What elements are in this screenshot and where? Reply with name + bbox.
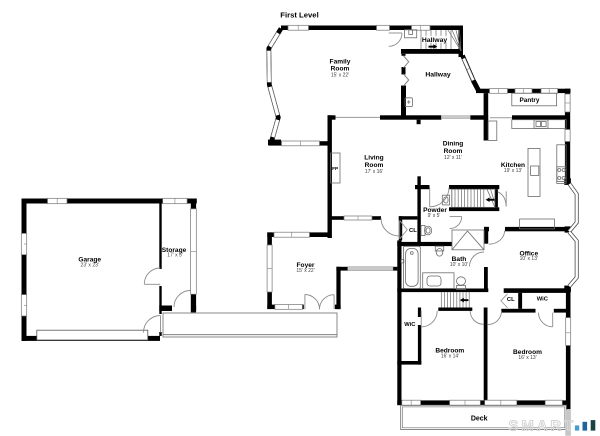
svg-text:Garage: Garage bbox=[78, 257, 101, 264]
svg-text:Deck: Deck bbox=[471, 416, 488, 423]
svg-text:17′ x 16′: 17′ x 16′ bbox=[365, 169, 383, 175]
svg-text:Bath: Bath bbox=[452, 256, 467, 263]
svg-text:SMART: SMART bbox=[509, 419, 577, 435]
svg-text:16′ x 13′: 16′ x 13′ bbox=[518, 355, 536, 361]
svg-text:19′ x 13′: 19′ x 13′ bbox=[504, 168, 522, 174]
svg-text:Powder: Powder bbox=[423, 207, 447, 214]
svg-text:Room: Room bbox=[331, 66, 350, 73]
svg-text:10′ x 13′: 10′ x 13′ bbox=[520, 256, 538, 262]
svg-text:Hallway: Hallway bbox=[425, 72, 451, 79]
svg-text:Bedroom: Bedroom bbox=[513, 349, 542, 356]
svg-text:15′ x 22′: 15′ x 22′ bbox=[331, 73, 349, 79]
svg-text:15′ x 22′: 15′ x 22′ bbox=[296, 268, 314, 274]
svg-text:Hallway: Hallway bbox=[422, 37, 448, 44]
svg-text:Room: Room bbox=[444, 148, 463, 155]
svg-text:Pantry: Pantry bbox=[520, 97, 540, 104]
svg-text:12′ x 11′: 12′ x 11′ bbox=[444, 155, 462, 161]
svg-text:16′ x 14′: 16′ x 14′ bbox=[441, 354, 459, 360]
svg-text:WiC: WiC bbox=[537, 297, 549, 303]
svg-text:WiC: WiC bbox=[404, 322, 416, 328]
svg-text:17′ x 5′: 17′ x 5′ bbox=[167, 253, 183, 259]
svg-text:Living: Living bbox=[364, 155, 383, 162]
svg-text:FP: FP bbox=[332, 166, 339, 172]
svg-text:Family: Family bbox=[330, 58, 351, 65]
svg-text:CL: CL bbox=[507, 297, 515, 303]
svg-text:Room: Room bbox=[365, 162, 384, 169]
svg-text:Office: Office bbox=[519, 251, 538, 258]
svg-text:Dining: Dining bbox=[443, 141, 464, 148]
svg-text:10′ x 10′: 10′ x 10′ bbox=[450, 262, 468, 268]
svg-text:Bedroom: Bedroom bbox=[435, 347, 464, 354]
svg-text:23′ x 23′: 23′ x 23′ bbox=[81, 262, 99, 268]
svg-text:Foyer: Foyer bbox=[297, 262, 315, 269]
svg-text:CL: CL bbox=[409, 228, 417, 234]
svg-text:Kitchen: Kitchen bbox=[501, 162, 525, 169]
svg-text:Storage: Storage bbox=[162, 247, 187, 254]
svg-text:9′ x 5′: 9′ x 5′ bbox=[428, 213, 441, 219]
svg-text:First Level: First Level bbox=[280, 10, 318, 19]
